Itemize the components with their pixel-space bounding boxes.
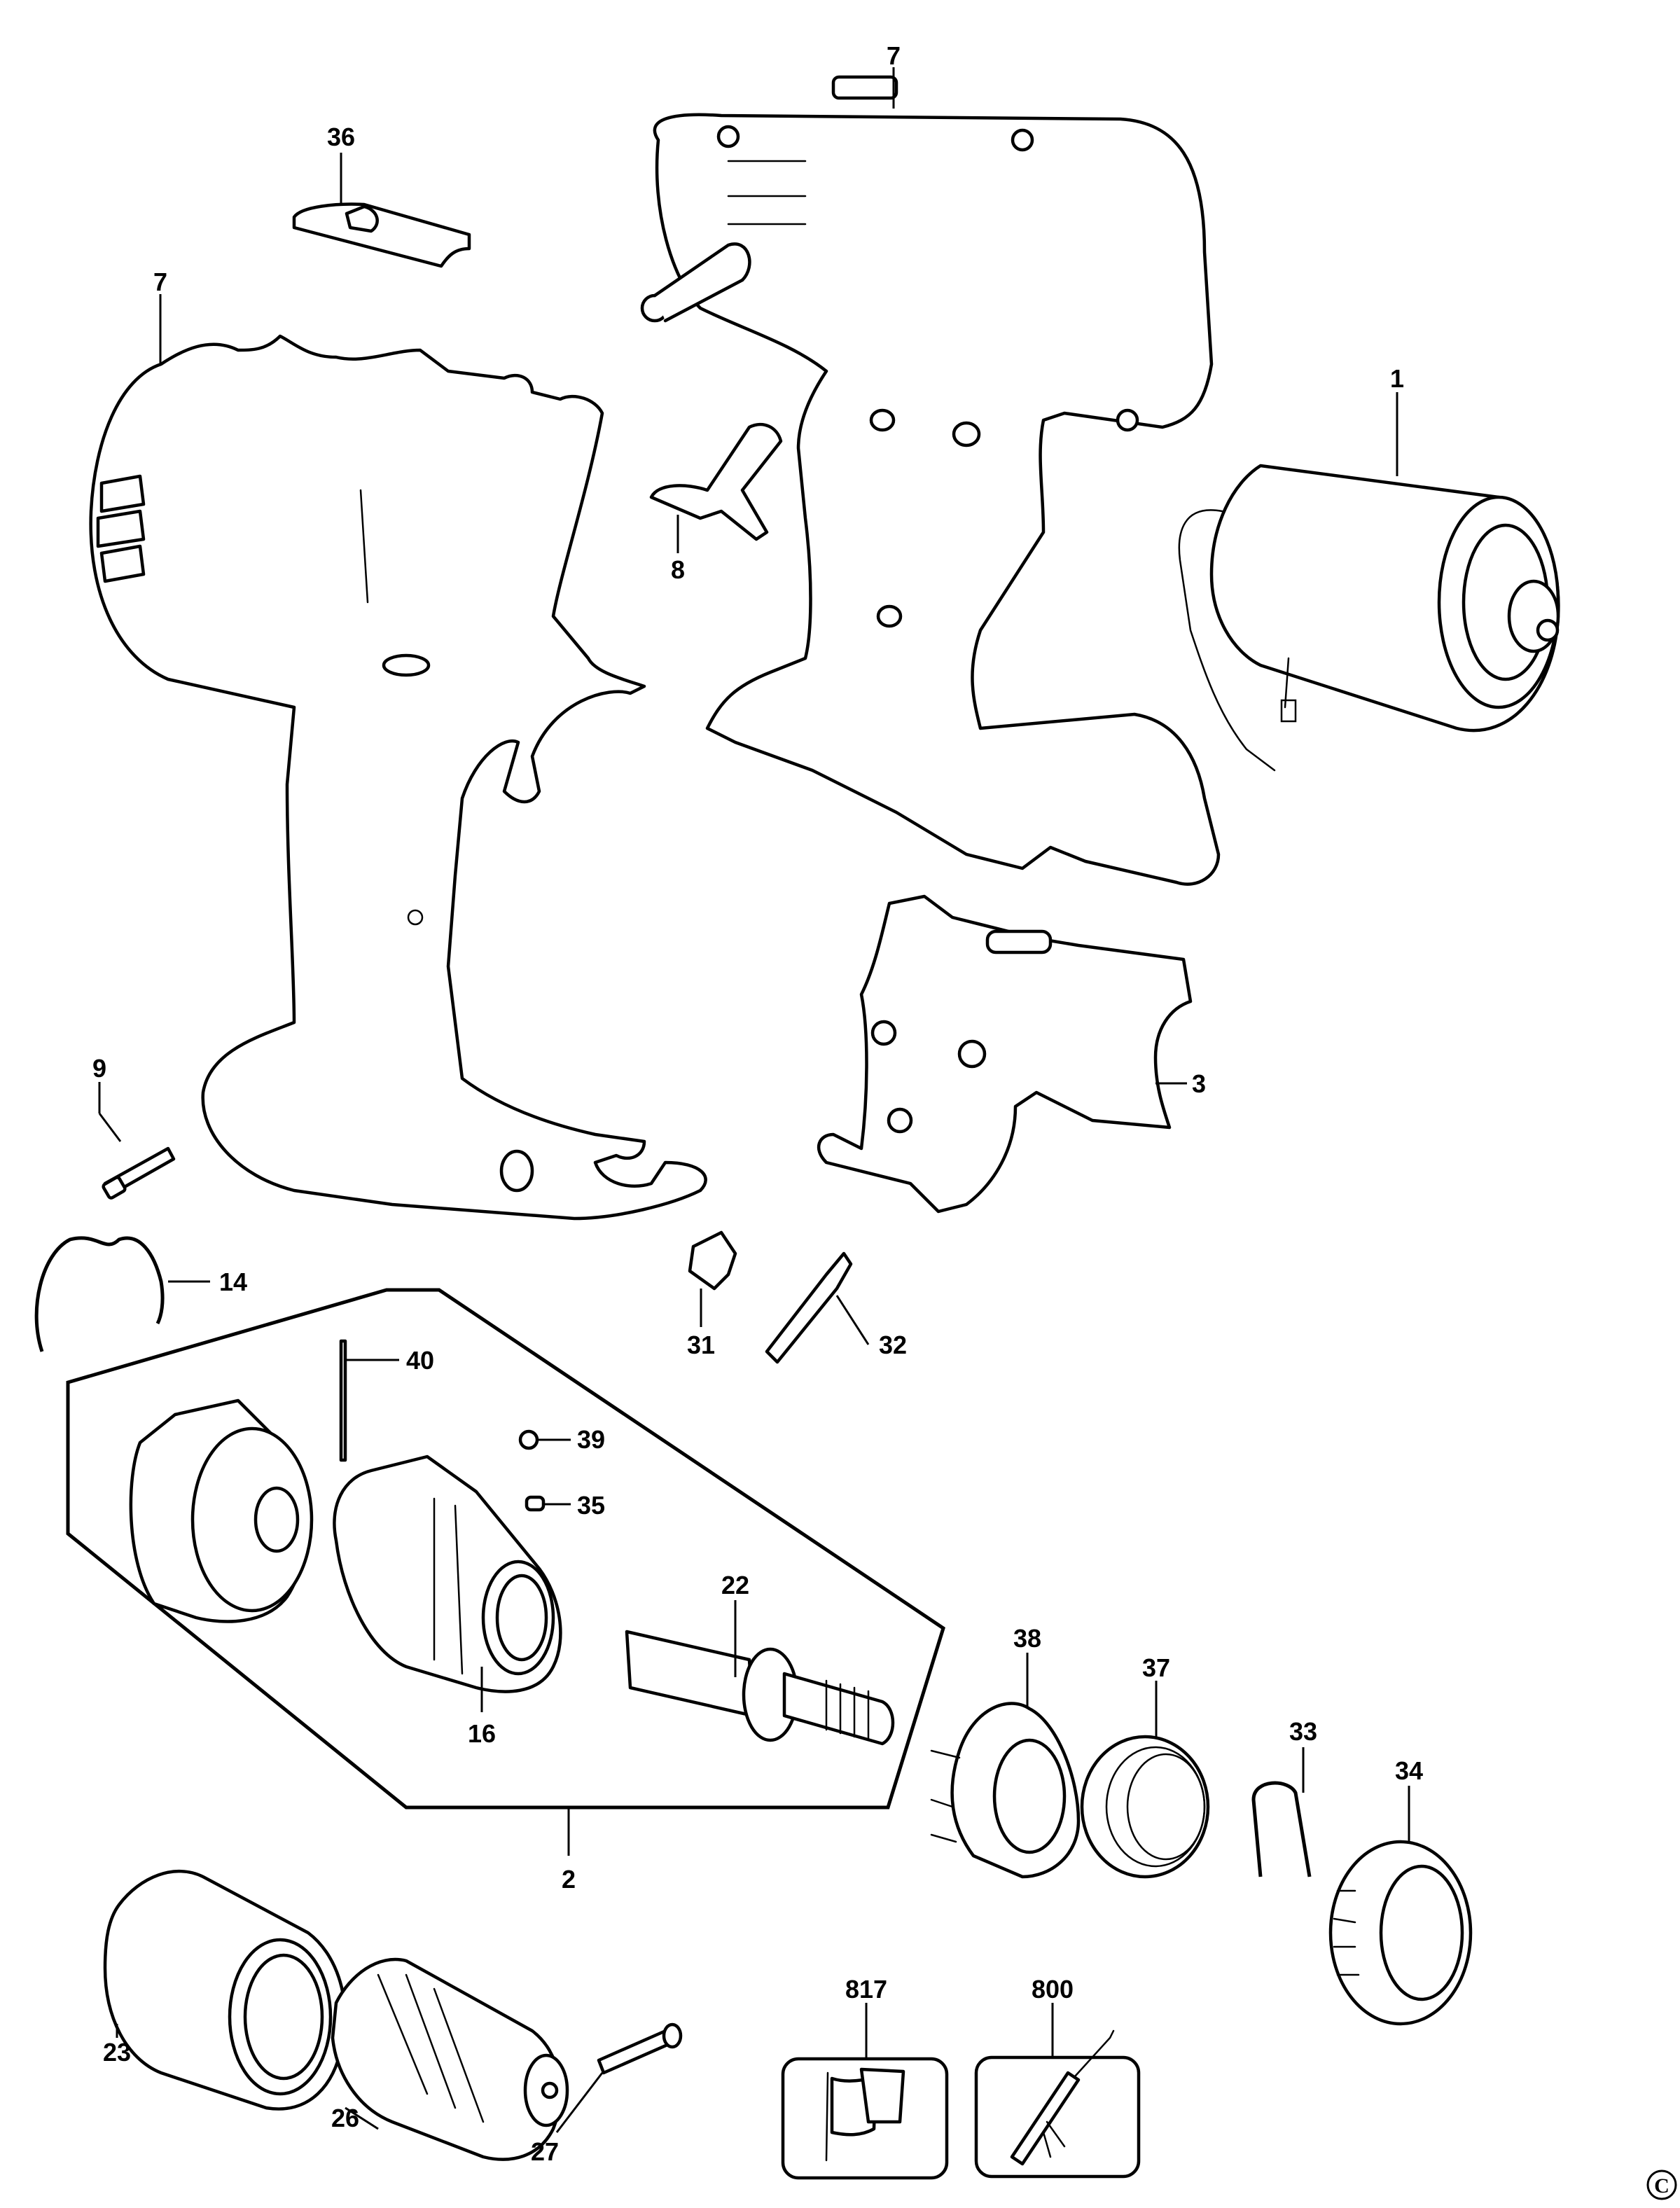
screw [102,1146,176,1200]
label-3: 3 [1192,1069,1206,1098]
chuck-screw [597,2022,683,2075]
lubricant-kit-box [974,2029,1141,2179]
label-2: 2 [562,1865,576,1894]
clip [688,1230,737,1291]
label-31: 31 [687,1331,715,1359]
label-33: 33 [1289,1717,1317,1746]
svg-text:C: C [1654,2174,1669,2197]
label-1: 1 [1390,364,1404,393]
keyless-chuck [331,1957,569,2161]
switch [817,894,1193,1214]
label-36: 36 [327,123,355,151]
copyright-symbol: C [1646,2169,1677,2200]
wire-spring [1251,1781,1312,1877]
pin [339,1339,347,1462]
planetary-gear-unit [129,1398,314,1623]
label-27: 27 [531,2137,559,2166]
terminal [765,1251,853,1364]
label-26: 26 [331,2104,359,2132]
label-37: 37 [1142,1653,1170,1682]
callout-labels: 7 36 7 1 8 3 9 14 31 32 40 39 35 22 16 2… [92,41,1423,2166]
housing-half-left [89,334,707,1221]
flag-icon [825,2067,905,2162]
label-35: 35 [577,1491,605,1520]
gear-case [333,1454,562,1693]
label-817: 817 [845,1975,887,2004]
clutch-spring [1080,1735,1210,1879]
label-32: 32 [879,1331,907,1359]
label-34: 34 [1395,1756,1423,1785]
label-7-right: 7 [887,41,901,70]
torque-collar [1328,1840,1473,2026]
spring-clip [34,1236,165,1352]
housing-half-right [640,75,1221,886]
label-22: 22 [721,1571,749,1599]
label-38: 38 [1013,1624,1041,1653]
label-39: 39 [577,1425,605,1454]
grease-gun-icon [1010,2029,1115,2166]
chuck-sleeve [103,1870,347,2111]
label-14: 14 [219,1268,247,1296]
spindle [625,1630,895,1746]
label-800: 800 [1032,1975,1074,2004]
detent [525,1495,546,1512]
flag-label-kit-box [781,2057,949,2180]
motor [1178,464,1560,772]
clutch-plate [930,1702,1081,1879]
label-40: 40 [406,1346,434,1375]
label-7-left: 7 [153,268,167,296]
gearbox-assembly-boundary [66,1288,945,1810]
switch-slider [292,202,471,268]
label-8: 8 [671,555,685,584]
label-23: 23 [103,2038,131,2067]
label-9: 9 [92,1054,106,1083]
ball [518,1429,539,1450]
label-16: 16 [468,1719,496,1748]
forward-reverse-lever [649,422,783,541]
